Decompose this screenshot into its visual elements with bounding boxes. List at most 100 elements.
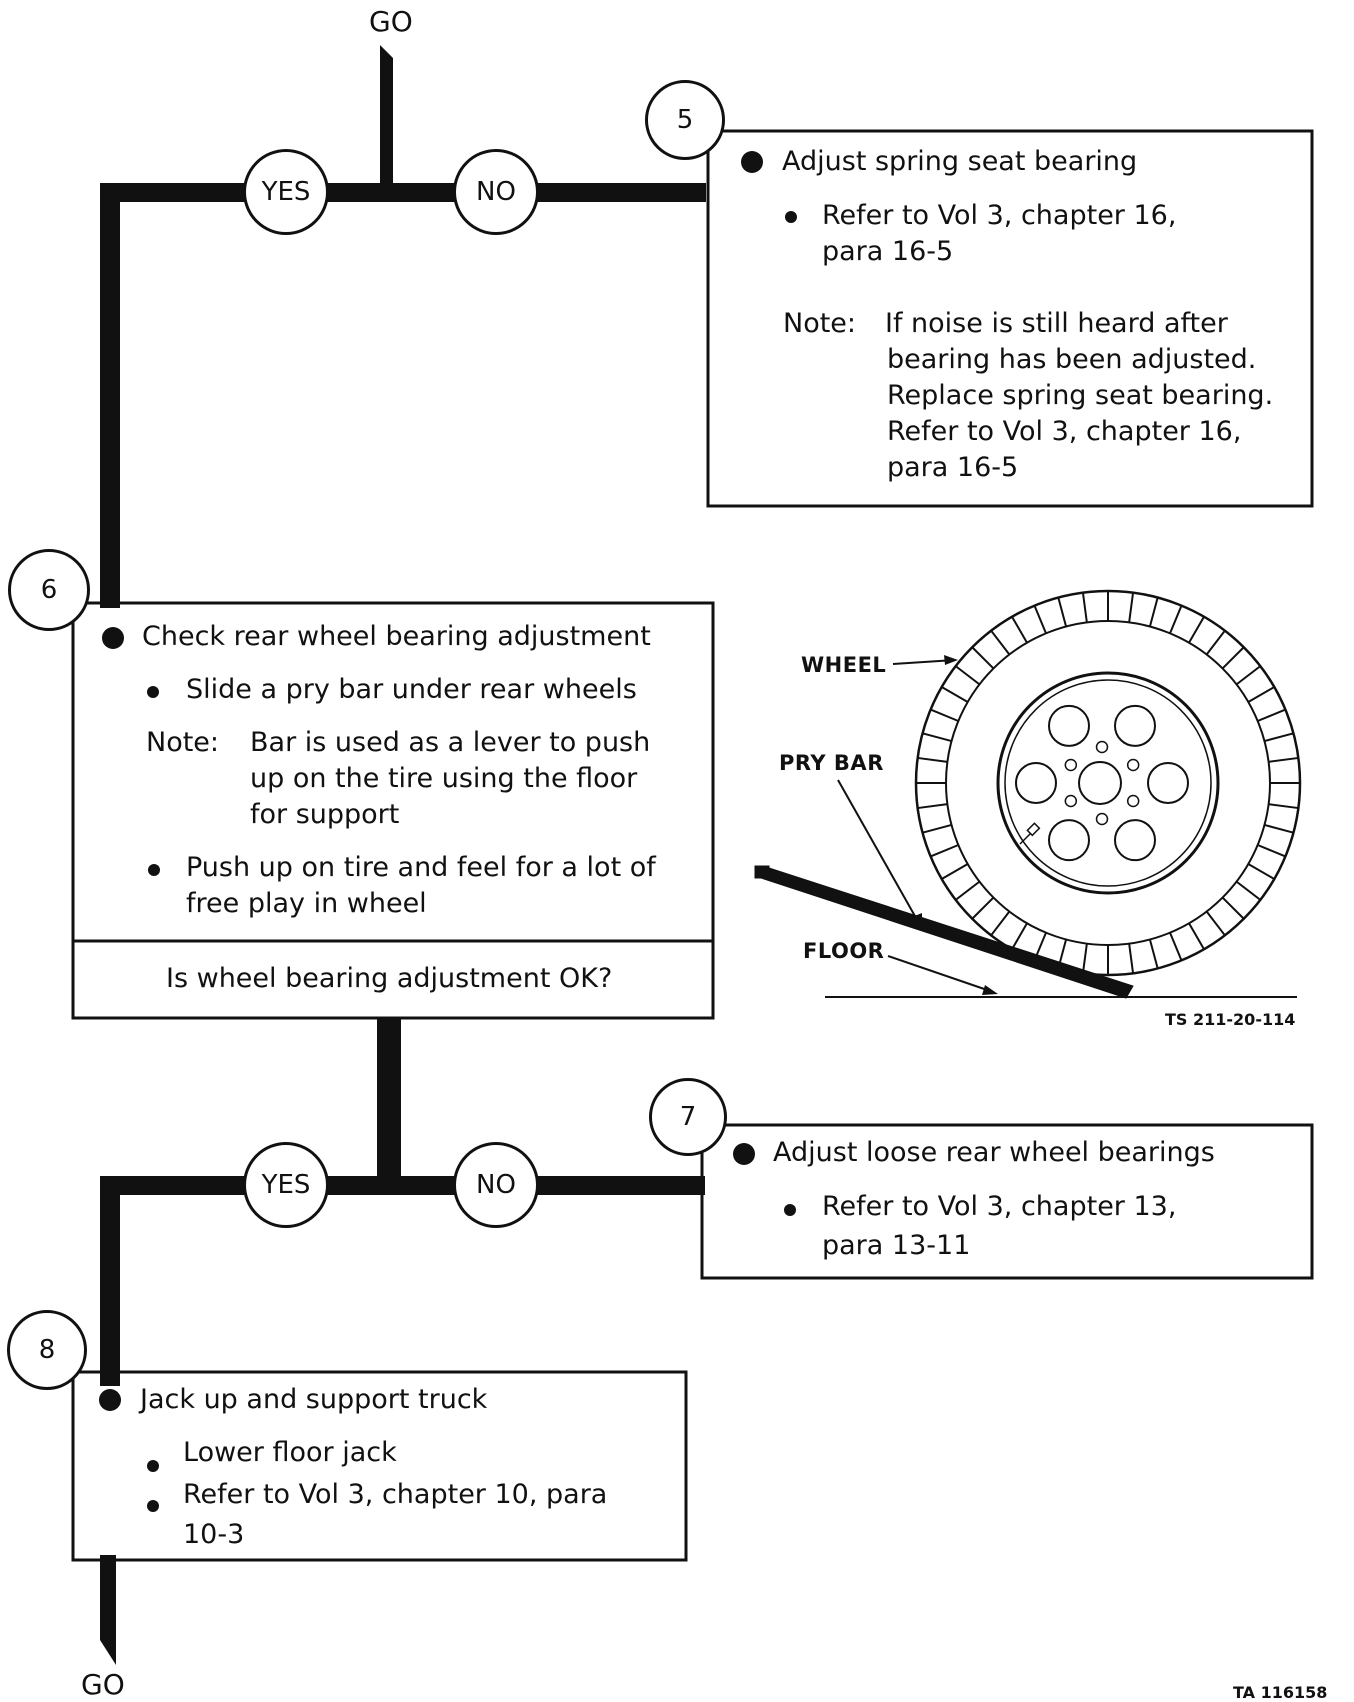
rim-inner [1004,679,1212,887]
tread-mark [917,756,948,763]
tread-mark [1169,605,1183,634]
step5-ref-line2: para 16-5 [822,236,954,267]
tread-mark [1169,932,1183,961]
tread-mark [1235,880,1261,901]
step8-sub-bullet [147,1460,159,1472]
step7-bullet [733,1143,755,1165]
go-top-label: GO [369,5,413,38]
tread-mark [955,880,981,901]
step7-action: Adjust loose rear wheel bearings [773,1137,1215,1168]
step5-note-line: para 16-5 [887,452,1019,483]
step6-number: 6 [8,549,90,631]
step8-sub-bullet [147,1500,159,1512]
step5-bullet [741,151,763,173]
page-id: TA 116158 [1233,1683,1328,1702]
tread-mark [1257,708,1286,722]
step6-sub-bullet [147,686,159,698]
step5-note-line: bearing has been adjusted. [887,344,1257,375]
figure-id: TS 211-20-114 [1165,1010,1296,1029]
tread-mark [990,630,1011,656]
wheel-illustration [754,589,1302,999]
prybar-leader [837,779,921,926]
tread-mark [1081,592,1088,623]
tread-mark [971,646,995,670]
tread-mark [922,732,952,743]
step7-ref-line1: Refer to Vol 3, chapter 13, [822,1191,1177,1222]
step5-sub-bullet [785,211,797,223]
step8-sub2-line2: 10-3 [183,1519,245,1550]
tread-mark [1011,616,1028,644]
prybar-label: PRY BAR [779,751,884,775]
tread-mark [1264,823,1294,834]
tread-mark [1268,803,1299,810]
hub [1078,761,1122,805]
tire-treads [916,591,1300,975]
step7-sub-bullet [784,1204,796,1216]
step6-question: Is wheel bearing adjustment OK? [166,963,613,994]
tread-mark [971,896,995,920]
step6-note-line: up on the tire using the floor [250,763,638,794]
stud-hole [1064,758,1078,772]
tread-mark [955,665,981,686]
step6-sub2-line2: free play in wheel [186,888,427,919]
step-boxes [71,129,1314,1562]
tread-mark [930,844,959,858]
tread-mark [922,823,952,834]
tread-mark [1148,939,1159,969]
tread-mark [1188,922,1205,950]
lug-hole [1114,704,1156,747]
tread-mark [1264,732,1294,743]
step5-note-line: Replace spring seat bearing. [887,380,1274,411]
step6-note-line: for support [250,799,400,830]
step6-sub-bullet [148,864,160,876]
tread-mark [930,708,959,722]
tread-mark [941,863,969,880]
tread-mark [1057,597,1068,627]
step7-box [700,1123,1314,1280]
step8-action: Jack up and support truck [140,1384,488,1415]
tread-mark [1268,756,1299,763]
lug-holes [1015,704,1189,862]
lug-hole [1048,704,1090,747]
yes-circle-2: YES [243,1142,329,1228]
lug-hole [1114,819,1156,862]
step5-note-label: Note: [783,308,857,339]
step5-note-line: Refer to Vol 3, chapter 16, [887,416,1242,447]
step7-number: 7 [649,1078,727,1156]
tread-mark [1205,910,1226,936]
tread-mark [1148,597,1159,627]
tread-mark [1128,943,1135,974]
tread-mark [1247,686,1275,703]
step5-box [706,129,1314,508]
pry-bar-end [754,865,770,879]
step6-note-label: Note: [146,727,220,758]
step8-sub2-line1: Refer to Vol 3, chapter 10, para [183,1479,608,1510]
step8-box [71,1370,688,1562]
lug-hole [1147,762,1189,804]
stud-hole [1095,812,1109,826]
tread-mark [990,910,1011,936]
tread-mark [1081,943,1088,974]
step6-sub1: Slide a pry bar under rear wheels [186,674,637,705]
lug-hole [1048,819,1090,862]
tread-mark [1257,844,1286,858]
step8-bullet [99,1389,121,1411]
floor-leader [887,955,994,993]
wheel-label: WHEEL [801,653,887,677]
tread-mark [941,686,969,703]
step5-note-line: If noise is still heard after [885,308,1228,339]
lug-hole [1015,762,1057,804]
step5-action: Adjust spring seat bearing [782,146,1138,177]
stud-holes [1064,740,1140,826]
go-bottom-label: GO [81,1668,125,1701]
tread-mark [917,803,948,810]
no-circle-1: NO [453,149,539,235]
tread-mark [1188,616,1205,644]
tread-mark [1247,863,1275,880]
stud-hole [1126,758,1140,772]
step8-number: 8 [7,1310,87,1390]
step7-ref-line2: para 13-11 [822,1230,971,1261]
tread-mark [1221,896,1245,920]
step8-sub1: Lower floor jack [183,1437,397,1468]
